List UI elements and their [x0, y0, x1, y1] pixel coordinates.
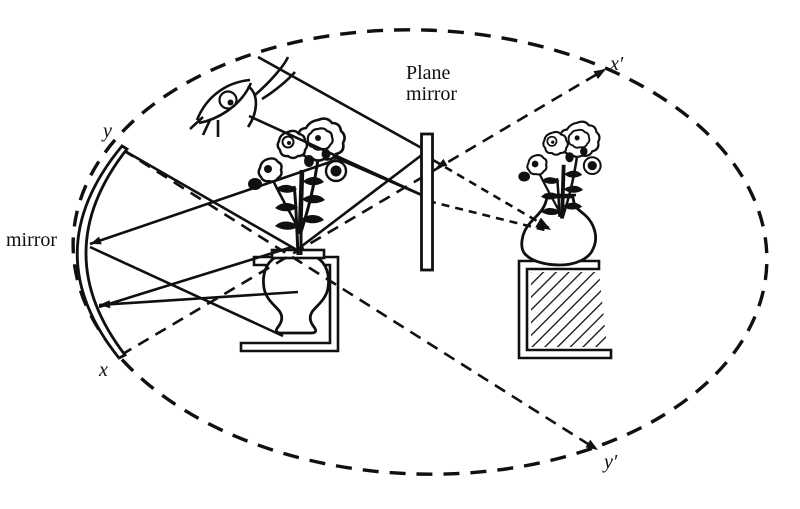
eye-icon	[189, 56, 296, 137]
arrowhead-image-vase	[535, 217, 551, 230]
ray-plane-mirror-to-eye	[248, 114, 425, 198]
ray-vase-to-curved-mirror	[98, 290, 299, 307]
plane-mirror-label-line2: mirror	[406, 83, 457, 105]
dashed-ray-to-image-lower	[427, 199, 550, 233]
arrowhead-at-plane-mirror-back	[436, 158, 448, 168]
arrowhead-curved-mirror-lower	[99, 300, 111, 309]
arrowhead-y-prime	[585, 439, 598, 450]
dashed-ray-y-to-y-prime	[122, 148, 597, 451]
ray-curved-mirror-y-to-vase	[122, 148, 298, 252]
ray-plane-mirror-to-vase	[297, 149, 428, 251]
curved-mirror	[75, 144, 130, 360]
plane-mirror	[420, 132, 434, 272]
dashed-ray-to-image-upper	[432, 158, 550, 230]
dashed-ellipse	[71, 28, 769, 476]
ray-curved-mirror-to-vase-foot	[89, 245, 284, 338]
flower-bouquet-image	[516, 119, 603, 221]
point-y-label: y	[101, 120, 112, 142]
arrowhead-curved-mirror-upper	[90, 236, 102, 245]
plane-mirror-label-line1: Plane	[406, 62, 451, 84]
ray-eye-to-plane-mirror	[257, 55, 428, 153]
ray-curved-mirror-to-vase-top	[98, 245, 293, 309]
image-stand	[517, 259, 613, 360]
point-y-prime-label: y′	[602, 451, 618, 473]
point-x-label: x	[98, 359, 108, 381]
dashed-virtual-rays	[120, 68, 605, 451]
dashed-ray-x-to-x-prime	[120, 68, 605, 357]
arrowhead-x-prime	[593, 69, 606, 79]
hatched-area	[531, 272, 607, 347]
ray-flower-to-curved-mirror	[89, 158, 337, 246]
curved-mirror-label: mirror	[6, 229, 57, 251]
point-x-prime-label: x′	[609, 53, 624, 75]
solid-light-rays	[89, 55, 428, 338]
